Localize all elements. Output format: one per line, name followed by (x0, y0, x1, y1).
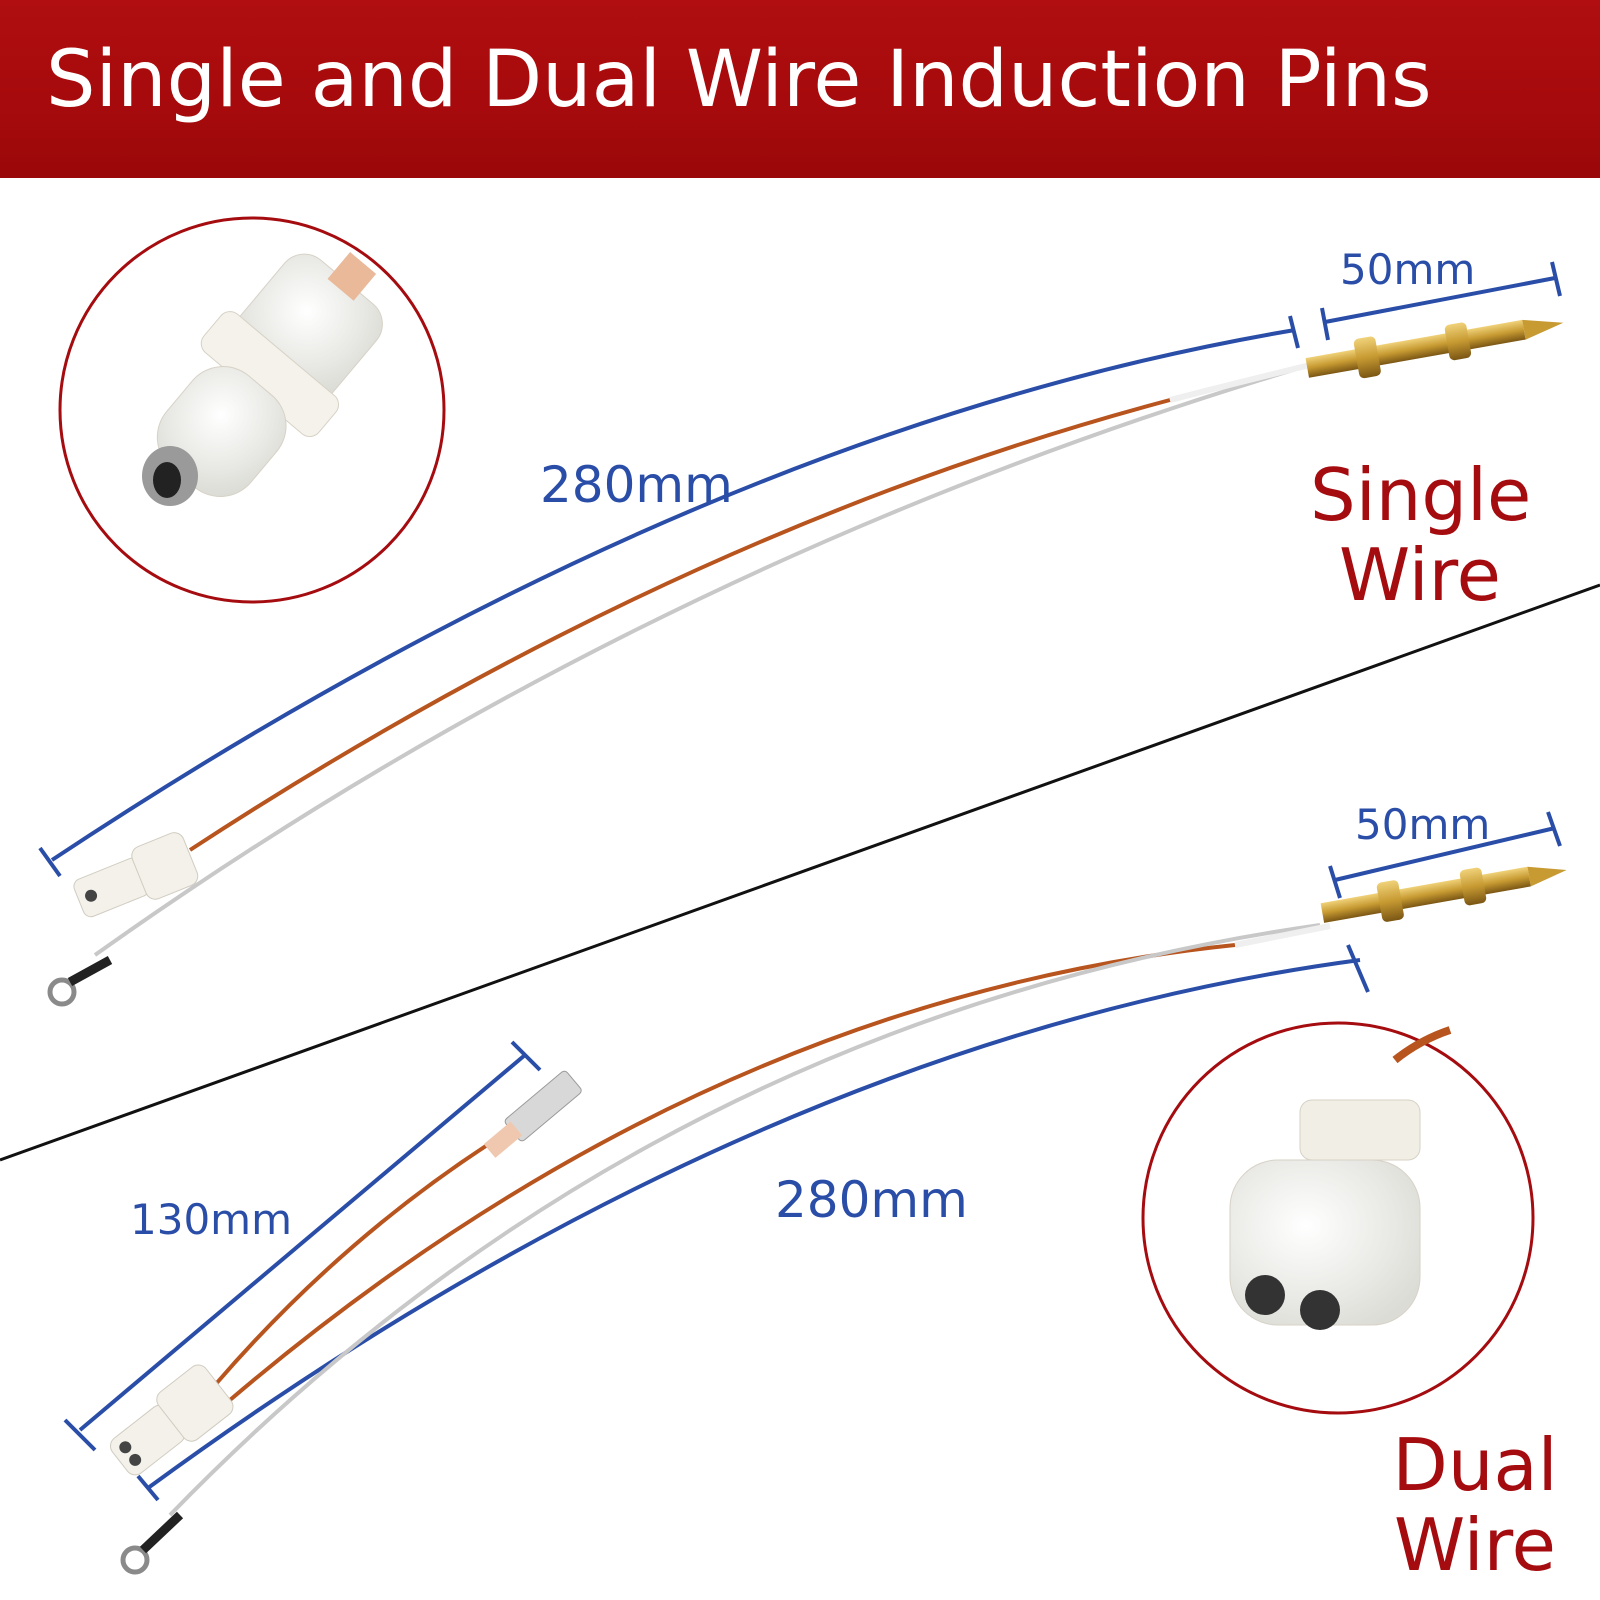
dual-spade-terminal (483, 1070, 582, 1158)
dual-brass-tip (1320, 866, 1567, 923)
single-tip-dimension-line (1324, 276, 1556, 324)
dual-white-wire (168, 923, 1321, 1517)
section-divider (0, 583, 1600, 1162)
single-ring-terminal (47, 956, 113, 1007)
single-white-wire (93, 363, 1311, 957)
single-connector-closeup (58, 216, 446, 604)
dual-copper-lead-wire (213, 1138, 497, 1387)
single-length-label: 280mm (540, 456, 733, 514)
single-length-dimension-line (50, 328, 1296, 862)
single-brass-tip (1305, 319, 1564, 379)
single-tip-length-label: 50mm (1340, 245, 1476, 294)
single-connector (73, 832, 199, 918)
dual-length-dimension-line (146, 958, 1361, 1490)
single-wire-label: Single Wire (1310, 453, 1532, 617)
single-copper-wire (188, 398, 1171, 852)
dual-connector (110, 1364, 234, 1476)
dual-lead-length-label: 130mm (130, 1195, 292, 1244)
dual-length-label: 280mm (775, 1171, 968, 1229)
dual-wire-label: Dual Wire (1392, 1423, 1558, 1587)
dual-tip-length-label: 50mm (1355, 800, 1491, 849)
dual-copper-wire (228, 943, 1236, 1402)
dual-lead-dimension-line (78, 1053, 527, 1432)
dual-connector-closeup (1141, 1021, 1535, 1415)
banner-title: Single and Dual Wire Induction Pins (46, 35, 1432, 125)
title-banner: Single and Dual Wire Induction Pins (0, 0, 1600, 178)
dual-tip-dimension-line (1334, 826, 1556, 882)
dual-ring-terminal (120, 1511, 184, 1575)
